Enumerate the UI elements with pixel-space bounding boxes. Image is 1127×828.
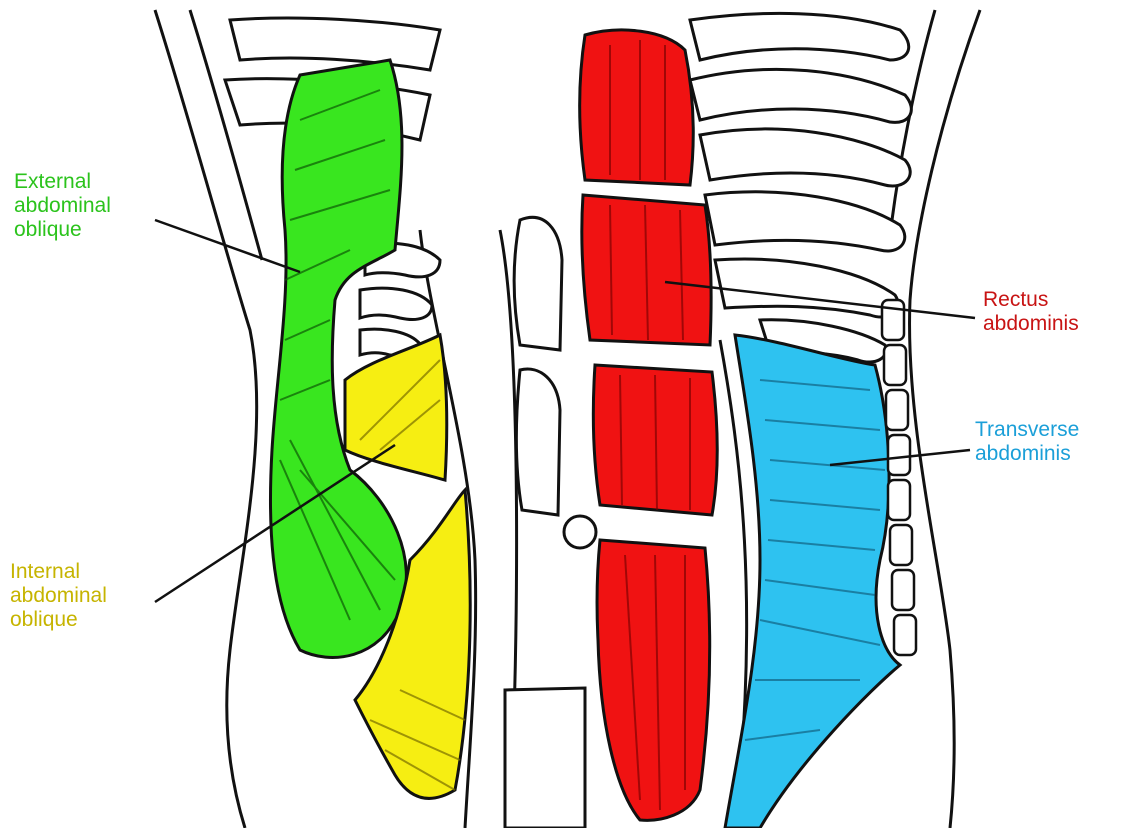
rectus-abdominis-label: Rectus abdominis <box>983 288 1079 336</box>
rectus-abdominis-muscle <box>580 30 718 820</box>
umbilicus <box>564 516 596 548</box>
right-ribs <box>690 13 911 362</box>
transverse-abdominis-label: Transverse abdominis <box>975 418 1079 466</box>
external-oblique-label: External abdominal oblique <box>14 170 111 242</box>
leader-external-oblique <box>155 220 300 272</box>
transverse-abdominis-muscle <box>725 335 900 828</box>
internal-oblique-label: Internal abdominal oblique <box>10 560 107 632</box>
